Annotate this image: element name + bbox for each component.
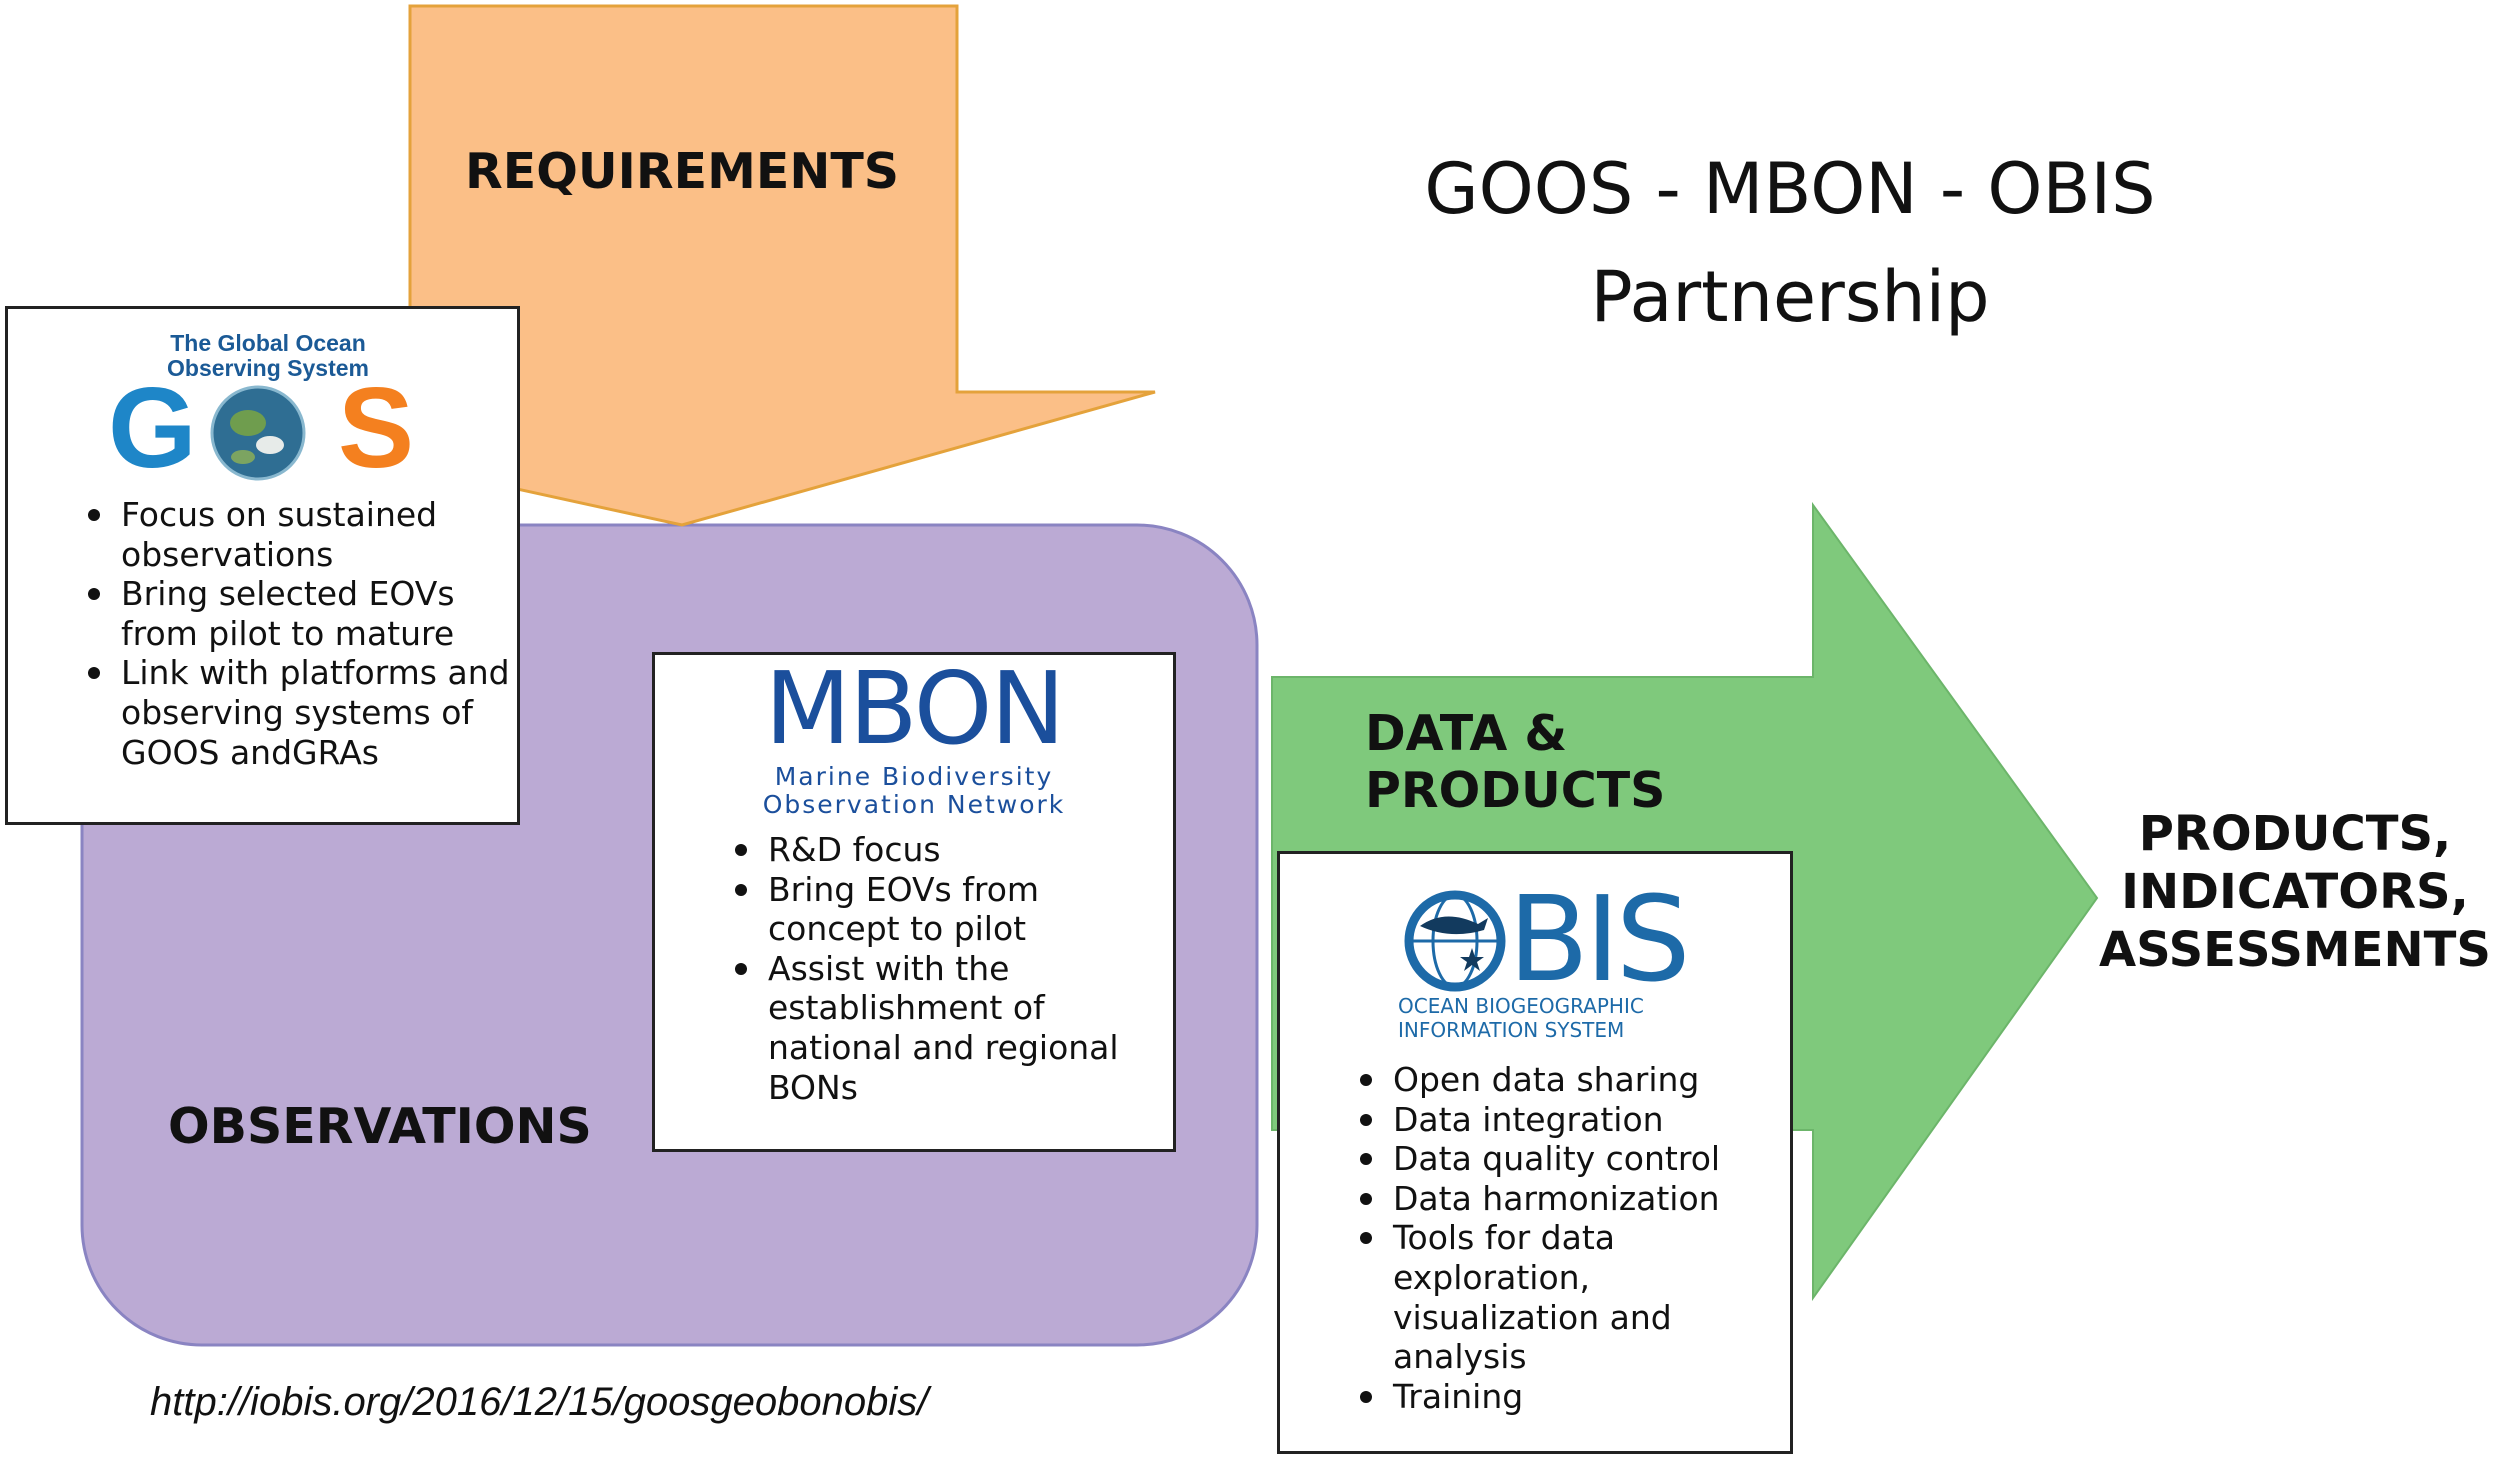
mbon-box: MBON Marine Biodiversity Observation Net…	[652, 652, 1176, 1152]
goos-logo-mark: GOOS	[108, 365, 414, 492]
obis-bullet: Open data sharing	[1358, 1060, 1790, 1100]
obis-bullet: Data quality control	[1358, 1139, 1790, 1179]
obis-globe-icon	[1404, 890, 1506, 992]
obis-bullet-list: Open data sharing Data integration Data …	[1358, 1060, 1790, 1416]
goos-bullet-list: Focus on sustained observations Bring se…	[86, 495, 521, 772]
goos-bullet: Bring selected EOVs from pilot to mature	[86, 574, 521, 653]
goos-bullet: Focus on sustained observations	[86, 495, 521, 574]
diagram-title-line1: GOOS - MBON - OBIS	[1424, 148, 2156, 230]
mbon-logo-mark: MBON	[764, 650, 1066, 767]
obis-bullet: Tools for data exploration, visualizatio…	[1358, 1218, 1790, 1376]
data-products-label: DATA & PRODUCTS	[1365, 705, 1666, 819]
obis-logo-subtitle: OCEAN BIOGEOGRAPHIC INFORMATION SYSTEM	[1398, 994, 1644, 1042]
mbon-bullet: Assist with the establishment of nationa…	[733, 949, 1173, 1107]
observations-label: OBSERVATIONS	[168, 1098, 592, 1155]
outcome-label: PRODUCTS, INDICATORS, ASSESSMENTS	[2099, 806, 2491, 978]
obis-bullet: Data integration	[1358, 1100, 1790, 1140]
mbon-bullet: Bring EOVs from concept to pilot	[733, 870, 1173, 949]
goos-logo-text: The Global Ocean Observing System	[167, 330, 369, 381]
requirements-arrow	[408, 4, 1156, 527]
source-url: http://iobis.org/2016/12/15/goosgeobonob…	[150, 1380, 929, 1424]
goos-globe-icon	[210, 385, 306, 481]
mbon-bullet: R&D focus	[733, 830, 1173, 870]
goos-box: The Global Ocean Observing System GOOS F…	[5, 306, 520, 825]
goos-bullet: Link with platforms and observing system…	[86, 653, 521, 772]
obis-bullet: Training	[1358, 1377, 1790, 1417]
obis-box: BIS OCEAN BIOGEOGRAPHIC INFORMATION SYST…	[1277, 851, 1793, 1454]
diagram-title-line2: Partnership	[1590, 256, 1990, 338]
mbon-logo-subtitle: Marine Biodiversity Observation Network	[762, 762, 1066, 819]
requirements-label: REQUIREMENTS	[465, 143, 900, 200]
obis-bullet: Data harmonization	[1358, 1179, 1790, 1219]
obis-logo-mark: BIS	[1508, 870, 1691, 1008]
mbon-bullet-list: R&D focus Bring EOVs from concept to pil…	[733, 830, 1173, 1107]
